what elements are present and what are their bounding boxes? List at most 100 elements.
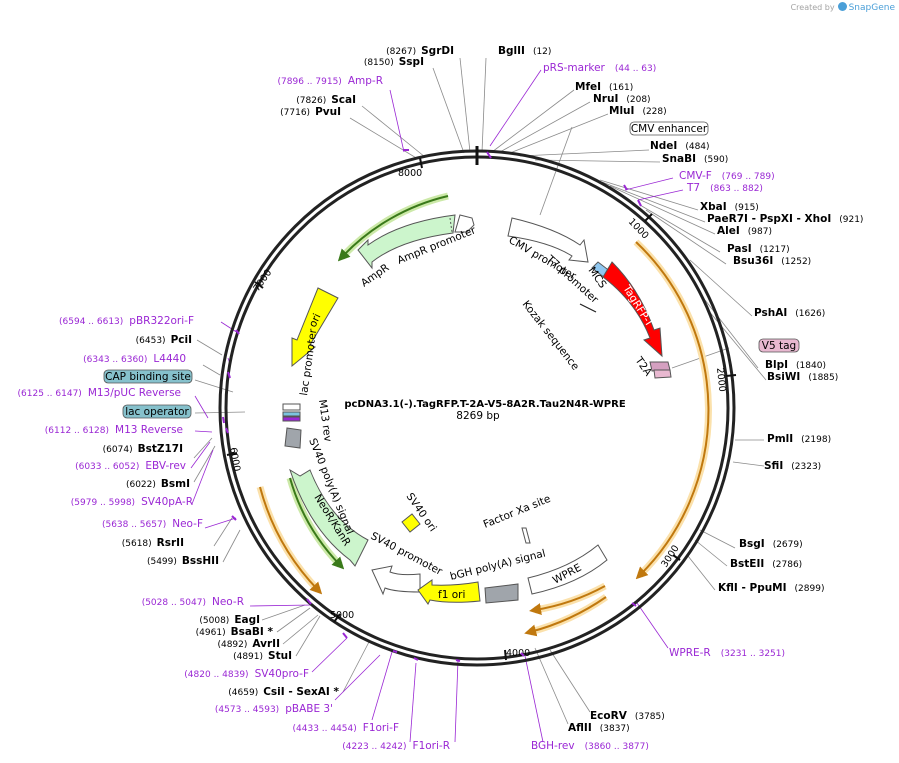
site-position: (6453)	[136, 336, 166, 346]
primer-range: (7896 .. 7915)	[278, 77, 342, 87]
primer-name: pRS-marker	[543, 62, 606, 74]
site-name: PshAI	[754, 307, 787, 319]
site-name: BglII	[498, 45, 525, 57]
site-label: KflI - PpuMI(2899)	[718, 582, 824, 594]
site-label: RsrII (5618)	[122, 537, 184, 549]
site-position: (1217)	[760, 245, 790, 255]
site-name: SfiI	[764, 460, 783, 472]
feature-shapes	[282, 214, 672, 605]
primer-name: Neo-R	[212, 596, 244, 608]
primer-name: CMV-F	[679, 170, 712, 182]
primer-range: (6125 .. 6147)	[18, 389, 82, 399]
site-label: PvuI(7716)	[280, 106, 341, 118]
site-position: (7716)	[280, 108, 310, 118]
site-name: SgrDI	[421, 45, 454, 57]
site-label: MfeI(161)	[575, 81, 633, 93]
site-name: BsaBI *	[231, 626, 274, 638]
site-label: PaeR7I - PspXI - XhoI(921)	[707, 213, 863, 225]
primer-name: SV40pA-R	[141, 496, 193, 508]
site-position: (2198)	[801, 435, 831, 445]
boxed-labels: CMV enhancer V5 tag CAP binding site lac…	[103, 121, 800, 419]
site-position: (8150)	[364, 58, 394, 68]
site-position: (915)	[735, 203, 759, 213]
tick-label: 6000	[227, 447, 242, 473]
neo-kanr-arrow	[289, 468, 369, 567]
site-label: Bsu36I(1252)	[733, 255, 811, 267]
site-position: (12)	[533, 47, 551, 57]
primer-range: (3860 .. 3877)	[585, 742, 649, 752]
site-position: (161)	[609, 83, 633, 93]
site-position: (1626)	[795, 309, 825, 319]
site-name: BssHII	[182, 555, 219, 567]
site-label: BsiWI (1885)	[767, 371, 838, 383]
site-position: (1885)	[808, 373, 838, 383]
site-name: BsiWI	[767, 371, 800, 383]
primer-name: M13/pUC Reverse	[88, 387, 181, 399]
site-label: BsaBI *(4961)	[196, 626, 274, 638]
site-position: (228)	[642, 107, 666, 117]
site-label: AflII(3837)	[568, 722, 630, 734]
site-label: BlpI(1840)	[765, 359, 826, 371]
primer-name: BGH-rev	[531, 740, 575, 752]
site-label: SspI (8150)	[364, 56, 424, 68]
primer-name: pBR322ori-F	[129, 315, 194, 327]
primer-name: pBABE 3'	[285, 703, 333, 715]
site-position: (5618)	[122, 539, 152, 549]
site-name: RsrII	[157, 537, 184, 549]
primer-range: (6112 .. 6128)	[45, 426, 109, 436]
primer-label: F1ori-R(4223 .. 4242)	[342, 740, 450, 752]
site-label: StuI(4891)	[233, 650, 292, 662]
site-label: EagI(5008)	[199, 614, 260, 626]
site-position: (6022)	[126, 480, 156, 490]
site-name: EagI	[234, 614, 260, 626]
gray-box-left	[284, 427, 302, 449]
label-v5-tag: V5 tag	[762, 340, 796, 352]
primer-range: (6033 .. 6052)	[75, 462, 139, 472]
label-m13-rev: M13 rev	[316, 399, 334, 443]
label-factor-xa: Factor Xa site	[482, 493, 553, 531]
primer-label: SV40pro-F(4820 .. 4839)	[184, 668, 309, 680]
primer-name: EBV-rev	[145, 460, 186, 472]
plasmid-name: pcDNA3.1(-).TagRFP.T-2A-V5-8A2R.Tau2N4R-…	[344, 399, 626, 410]
primer-range: (5979 .. 5998)	[71, 498, 135, 508]
site-position: (4659)	[228, 688, 258, 698]
site-name: NdeI	[650, 140, 677, 152]
site-label: XbaI(915)	[700, 201, 759, 213]
tick-marks	[226, 157, 737, 661]
site-label: BsgI(2679)	[739, 538, 803, 550]
lac-op-box	[282, 416, 301, 422]
primer-name: F1ori-F	[363, 722, 399, 734]
site-name: BsmI	[161, 478, 190, 490]
primer-label: F1ori-F(4433 .. 4454)	[293, 722, 400, 734]
site-name: SspI	[399, 56, 424, 68]
primer-range: (6343 .. 6360)	[83, 355, 147, 365]
label-kozak: Kozak sequence	[520, 298, 582, 372]
snapgene-logo-icon	[837, 2, 847, 11]
site-name: ScaI	[331, 94, 356, 106]
site-label: PasI(1217)	[727, 243, 790, 255]
primer-name: SV40pro-F	[255, 668, 309, 680]
site-position: (5499)	[147, 557, 177, 567]
site-name: BstEII	[730, 558, 764, 570]
primer-label: pBABE 3'(4573 .. 4593)	[215, 703, 333, 715]
tick-label: 2000	[714, 367, 727, 392]
primer-range: (44 .. 63)	[615, 64, 656, 74]
site-position: (2323)	[791, 462, 821, 472]
site-name: MluI	[609, 105, 634, 117]
site-name: SnaBI	[662, 153, 696, 165]
site-position: (2786)	[772, 560, 802, 570]
v5tag-box	[653, 369, 672, 379]
primer-range: (5028 .. 5047)	[142, 598, 206, 608]
bgh-polya-box	[484, 583, 519, 604]
primer-range: (4223 .. 4242)	[342, 742, 406, 752]
site-position: (484)	[685, 142, 709, 152]
primer-range: (6594 .. 6613)	[59, 317, 123, 327]
site-position: (921)	[839, 215, 863, 225]
site-label: NruI(208)	[593, 93, 651, 105]
site-label: AleI(987)	[717, 225, 772, 237]
plasmid-length: 8269 bp	[456, 410, 500, 422]
primer-label: pBR322ori-F (6594 .. 6613)	[59, 315, 194, 327]
primer-marks	[222, 149, 642, 662]
primer-label: Neo-F(5638 .. 5657)	[102, 518, 203, 530]
